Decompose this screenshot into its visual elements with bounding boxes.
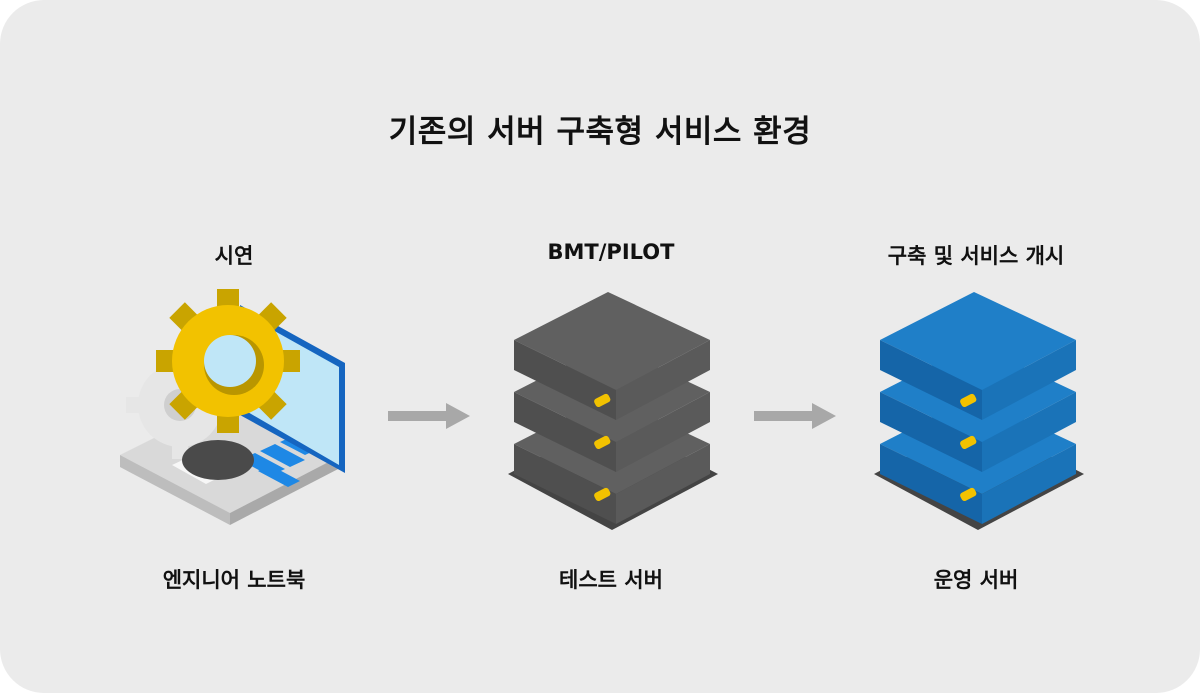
gray-server-icon [508,292,718,530]
stage-caption-production-server: 운영 서버 [933,568,1019,592]
blue-server-icon [874,292,1084,530]
diagram-title: 기존의 서버 구축형 서비스 환경 [388,114,812,150]
arrow-right-icon [388,403,470,429]
stage-caption-test-server: 테스트 서버 [559,568,663,592]
stage-label-demo: 시연 [214,244,254,268]
laptop-gear-icon [120,289,345,525]
stage-label-bmt-pilot: BMT/PILOT [547,240,675,264]
stage-caption-laptop: 엔지니어 노트북 [162,568,306,592]
arrow-right-icon [754,403,836,429]
stage-label-launch: 구축 및 서비스 개시 [887,244,1065,268]
